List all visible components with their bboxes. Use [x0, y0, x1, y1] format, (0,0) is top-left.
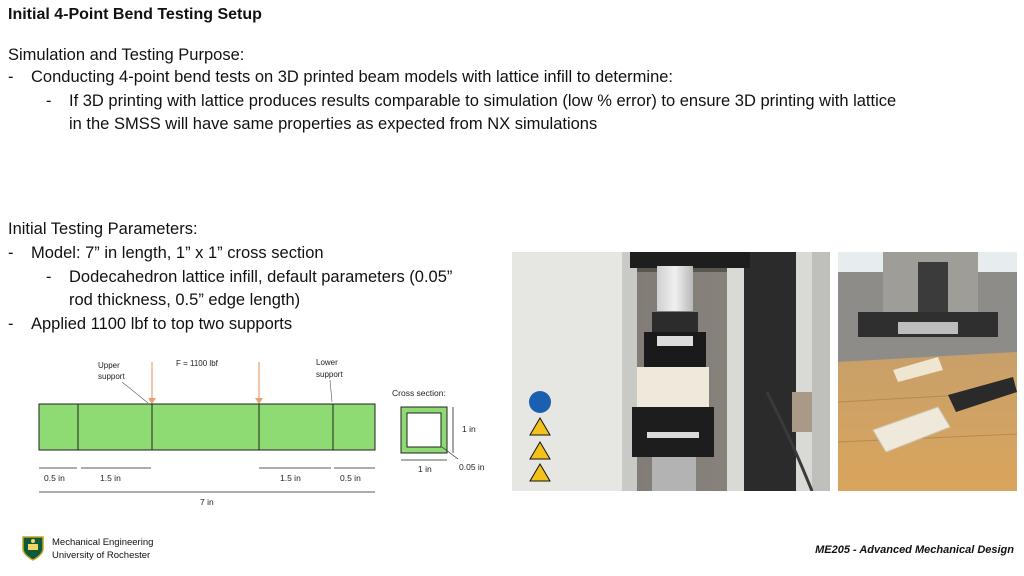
dim-label-total: 7 in [200, 497, 214, 507]
purpose-heading: Simulation and Testing Purpose: [8, 46, 245, 64]
printed-specimens-photo [838, 252, 1017, 491]
sub-bullet-dash: - [46, 92, 52, 110]
cs-width-label: 1 in [418, 464, 432, 474]
purpose-sub-line1: If 3D printing with lattice produces res… [69, 92, 897, 110]
upper-support-label: Upper [98, 361, 120, 370]
upper-support-label: support [98, 372, 125, 381]
lower-support-label: support [316, 370, 343, 379]
force-arrow-left-head [148, 398, 156, 404]
force-label: F = 1100 lbf [176, 359, 219, 368]
sub-bullet-dash: - [46, 268, 52, 286]
slide-title: Initial 4-Point Bend Testing Setup [8, 6, 262, 23]
purpose-sub-line2: in the SMSS will have same properties as… [69, 115, 598, 133]
footer-university: University of Rochester [52, 550, 151, 561]
beam-diagram: F = 1100 lbf Upper support Lower support… [38, 358, 376, 507]
dim-label: 1.5 in [100, 473, 121, 483]
parameters-bullet-model: Model: 7” in length, 1” x 1” cross secti… [31, 244, 324, 262]
upper-support-leader [121, 381, 149, 404]
university-shield-icon [22, 536, 44, 561]
beam [38, 403, 376, 451]
dim-label: 0.5 in [340, 473, 361, 483]
footer-department: Mechanical Engineering [52, 537, 154, 548]
cross-section-label: Cross section: [392, 388, 446, 398]
dim-label: 0.5 in [44, 473, 65, 483]
test-machine-photo [512, 252, 830, 491]
lower-support-label: Lower [316, 358, 338, 367]
cs-wall-leader [441, 446, 459, 460]
purpose-bullet: Conducting 4-point bend tests on 3D prin… [31, 68, 674, 86]
dim-label: 1.5 in [280, 473, 301, 483]
cs-wall-label: 0.05 in [459, 462, 485, 472]
parameters-sub-line2: rod thickness, 0.5” edge length) [69, 291, 301, 309]
footer-course: ME205 - Advanced Mechanical Design [815, 544, 1014, 556]
bullet-dash: - [8, 68, 14, 86]
bullet-dash: - [8, 244, 14, 262]
parameters-heading: Initial Testing Parameters: [8, 220, 198, 238]
cross-section-diagram: Cross section: 1 in 1 in 0.05 in [392, 388, 485, 474]
parameters-bullet-load: Applied 1100 lbf to top two supports [31, 315, 293, 333]
bullet-dash: - [8, 315, 14, 333]
cs-height-label: 1 in [462, 424, 476, 434]
force-arrow-right-head [255, 398, 263, 404]
lower-support-leader [329, 379, 333, 403]
cross-section-inner [406, 412, 442, 448]
parameters-sub-line1: Dodecahedron lattice infill, default par… [69, 268, 453, 286]
